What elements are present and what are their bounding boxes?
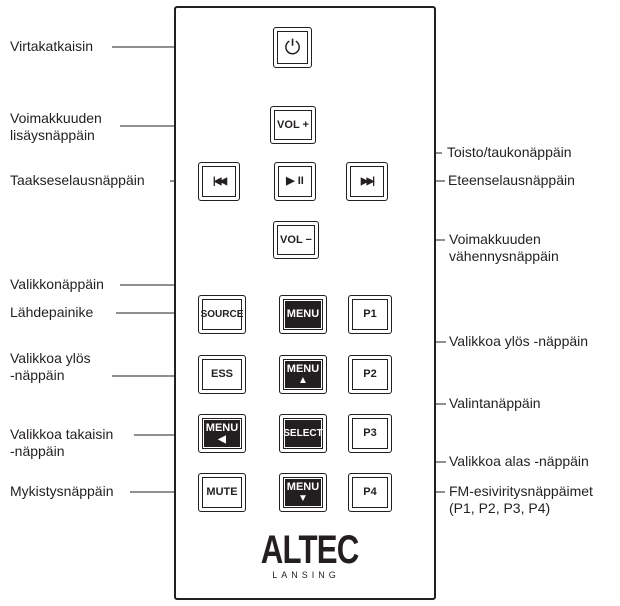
label-menu-down: Valikkoa alas -näppäin bbox=[449, 453, 589, 469]
preset-p1-label: P1 bbox=[363, 308, 377, 320]
power-icon: ⏻ bbox=[284, 36, 301, 59]
logo-subtext: LANSING bbox=[272, 570, 340, 580]
label-select: Valintanäppäin bbox=[449, 395, 541, 411]
label-volume-up: Voimakkuuden lisäysnäppäin bbox=[10, 110, 102, 144]
menu-down-face: MENU ▼ bbox=[286, 480, 320, 504]
label-presets-line2: (P1, P2, P3, P4) bbox=[449, 500, 551, 516]
preset-p3-button[interactable]: P3 bbox=[348, 414, 392, 453]
preset-p4-label: P4 bbox=[363, 486, 377, 498]
menu-up-label: MENU bbox=[286, 362, 320, 375]
ess-button[interactable]: ESS bbox=[198, 355, 246, 394]
label-source: Lähdepainike bbox=[10, 304, 94, 320]
label-volume-up-line2: lisäysnäppäin bbox=[10, 127, 95, 143]
previous-track-icon: |◀◀ bbox=[212, 175, 227, 187]
label-menu-up-left-line2: -näppäin bbox=[10, 367, 65, 383]
label-volume-up-line1: Voimakkuuden bbox=[10, 110, 102, 126]
arrow-down-icon: ▼ bbox=[298, 492, 308, 504]
preset-p4-button[interactable]: P4 bbox=[348, 473, 392, 512]
menu-down-label: MENU bbox=[286, 480, 320, 493]
menu-back-label: MENU bbox=[205, 421, 239, 434]
menu-up-face: MENU ▲ bbox=[286, 362, 320, 386]
ess-label: ESS bbox=[210, 368, 233, 380]
preset-p3-label: P3 bbox=[363, 427, 377, 439]
source-button[interactable]: SOURCE bbox=[198, 295, 246, 334]
volume-up-label: VOL + bbox=[277, 118, 309, 131]
mute-label: MUTE bbox=[206, 486, 238, 498]
previous-track-button[interactable]: |◀◀ bbox=[198, 162, 240, 201]
label-menu-up-right: Valikkoa ylös -näppäin bbox=[449, 333, 589, 349]
label-menu-back: Valikkoa takaisin -näppäin bbox=[10, 426, 113, 460]
menu-up-button[interactable]: MENU ▲ bbox=[279, 355, 327, 394]
label-forward: Eteenselausnäppäin bbox=[448, 172, 575, 188]
label-rewind: Taakseselausnäppäin bbox=[10, 172, 145, 188]
volume-down-label: VOL − bbox=[280, 233, 312, 246]
mute-button[interactable]: MUTE bbox=[198, 473, 246, 512]
menu-button[interactable]: MENU bbox=[279, 295, 327, 334]
label-volume-down-line1: Voimakkuuden bbox=[449, 231, 541, 247]
power-button[interactable]: ⏻ bbox=[273, 27, 312, 68]
next-track-button[interactable]: ▶▶| bbox=[346, 162, 388, 201]
label-presets: FM-esiviritysnäppäimet (P1, P2, P3, P4) bbox=[449, 483, 593, 517]
preset-p1-button[interactable]: P1 bbox=[348, 295, 392, 334]
menu-back-button[interactable]: MENU ◀ bbox=[198, 414, 246, 453]
menu-back-face: MENU ◀ bbox=[205, 421, 239, 445]
label-menu-back-line2: -näppäin bbox=[10, 443, 65, 459]
logo-brand: ALTEC bbox=[260, 528, 360, 572]
next-track-icon: ▶▶| bbox=[360, 175, 375, 187]
select-button[interactable]: SELECT bbox=[279, 414, 327, 453]
menu-label: MENU bbox=[286, 308, 320, 320]
label-power: Virtakatkaisin bbox=[10, 38, 94, 54]
label-play-pause: Toisto/taukonäppäin bbox=[447, 144, 572, 160]
label-mute: Mykistysnäppäin bbox=[10, 483, 114, 499]
volume-up-button[interactable]: VOL + bbox=[270, 106, 316, 144]
play-pause-button[interactable]: ▶ II bbox=[274, 162, 316, 201]
volume-down-button[interactable]: VOL − bbox=[273, 221, 319, 259]
label-volume-down: Voimakkuuden vähennysnäppäin bbox=[449, 231, 559, 265]
preset-p2-button[interactable]: P2 bbox=[348, 355, 392, 394]
arrow-up-icon: ▲ bbox=[298, 374, 308, 386]
preset-p2-label: P2 bbox=[363, 368, 377, 380]
menu-down-button[interactable]: MENU ▼ bbox=[279, 473, 327, 512]
label-menu-up-left-line1: Valikkoa ylös bbox=[10, 350, 91, 366]
play-pause-icon: ▶ II bbox=[286, 175, 304, 187]
label-menu-up-left: Valikkoa ylös -näppäin bbox=[10, 350, 91, 384]
label-menu-back-line1: Valikkoa takaisin bbox=[10, 426, 114, 442]
altec-lansing-logo: ALTEC LANSING bbox=[248, 530, 364, 580]
label-volume-down-line2: vähennysnäppäin bbox=[449, 248, 559, 264]
label-presets-line1: FM-esiviritysnäppäimet bbox=[449, 483, 593, 499]
source-label: SOURCE bbox=[200, 308, 244, 320]
select-label: SELECT bbox=[283, 427, 323, 439]
label-menu: Valikkonäppäin bbox=[10, 276, 104, 292]
arrow-left-icon: ◀ bbox=[218, 433, 226, 445]
